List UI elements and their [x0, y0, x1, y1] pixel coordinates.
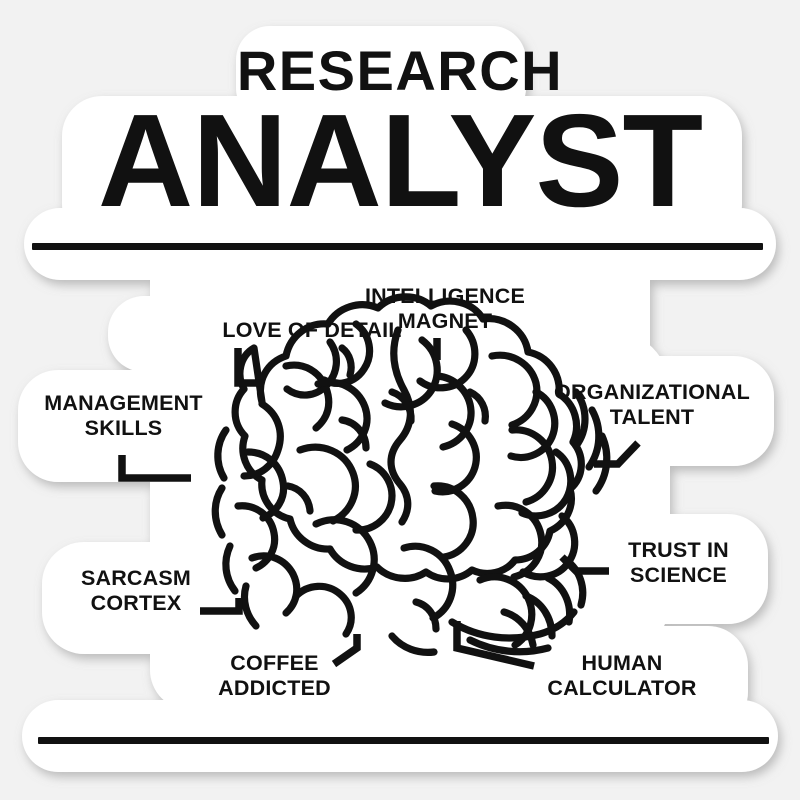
label-coffee-addicted: COFFEE ADDICTED [218, 651, 331, 700]
label-intelligence-magnet: INTELLIGENCE MAGNET [364, 284, 526, 333]
label-organizational-talent: ORGANIZATIONAL TALENT [554, 380, 750, 429]
divider-bottom [38, 737, 769, 744]
label-management-skills: MANAGEMENT SKILLS [44, 391, 203, 440]
label-love-of-detail: LOVE OF DETAIL [222, 318, 402, 342]
label-trust-in-science: TRUST IN SCIENCE [628, 538, 729, 587]
connector-organizational-talent [594, 440, 641, 468]
connector-trust-in-science [559, 554, 609, 575]
label-human-calculator: HUMAN CALCULATOR [547, 651, 697, 700]
connector-love-of-detail [234, 348, 263, 387]
page-title-analyst: ANALYST [97, 87, 703, 234]
connector-management-skills [118, 455, 191, 482]
page-title-research: RESEARCH [236, 39, 564, 102]
divider-top [32, 243, 763, 250]
connector-human-calculator [453, 621, 535, 670]
label-sarcasm-cortex: SARCASM CORTEX [80, 566, 192, 615]
